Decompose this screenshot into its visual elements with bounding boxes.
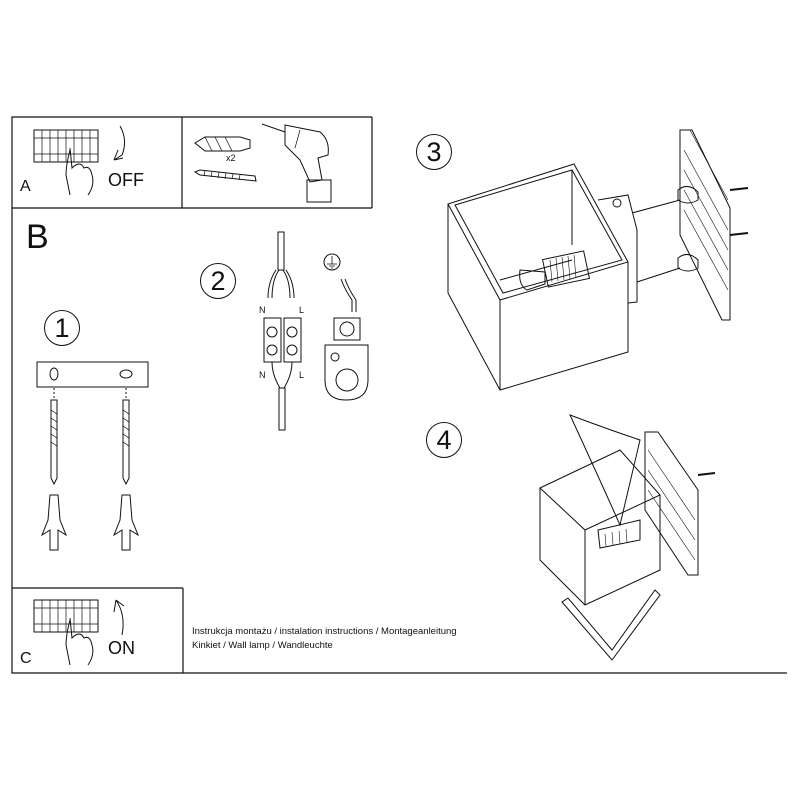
ground-terminal-drawing [323,253,369,401]
step-1-marker: 1 [44,310,80,346]
neutral-label-bottom: N [259,370,266,380]
panel-c-letter: C [20,650,32,667]
on-label: ON [108,638,135,658]
step-4-marker: 4 [426,422,462,458]
footer-title: Instrukcja montażu / instalation instruc… [192,626,457,637]
live-label-top: L [299,305,305,315]
off-label: OFF [108,170,144,190]
footer-subtitle: Kinkiet / Wall lamp / Wandleuchte [192,640,333,651]
wall-plug-icon [194,136,251,152]
breaker-on-icon [33,599,125,666]
lamp-exploded-drawing [447,129,749,391]
panel-b-letter: B [26,218,49,256]
frame [11,116,787,674]
drill-icon [261,123,332,203]
screw-icon [193,169,257,182]
neutral-label-top: N [259,305,266,315]
step-3-marker: 3 [416,134,452,170]
step-2-marker: 2 [200,263,236,299]
breaker-off-icon [33,125,126,196]
panel-a-letter: A [20,178,31,195]
quantity-label: x2 [226,153,236,163]
lamp-assembled-drawing [539,414,716,661]
mounting-plate-drawing [36,361,149,551]
live-label-bottom: L [299,370,305,380]
terminal-block-drawing [263,231,302,431]
